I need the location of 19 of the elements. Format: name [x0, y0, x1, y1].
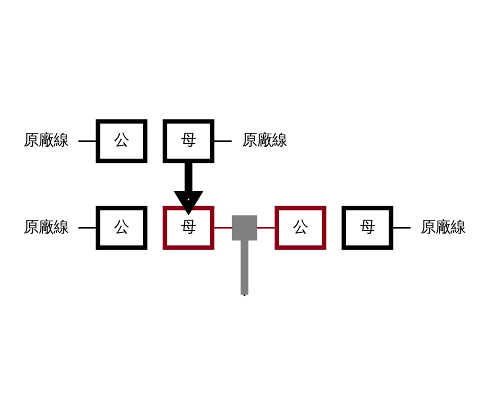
node-text: 原廠線	[23, 218, 68, 236]
connector	[78, 226, 98, 228]
node-box: 母	[162, 118, 214, 163]
connector	[78, 140, 98, 142]
node-box: 公	[96, 118, 148, 163]
node-text: 原廠線	[23, 132, 68, 149]
node-text: 原廠線	[242, 132, 287, 149]
node-text: 原廠線	[420, 218, 466, 236]
connector	[212, 226, 232, 228]
node-box: 公	[274, 205, 326, 250]
connector	[391, 226, 411, 228]
connector	[212, 140, 232, 142]
connector	[256, 226, 277, 228]
node-box	[232, 214, 258, 240]
node-box: 母	[342, 205, 394, 250]
arrow	[174, 160, 204, 215]
node-box: 公	[96, 205, 148, 250]
node-box: 母	[162, 205, 214, 250]
connector	[240, 240, 248, 294]
